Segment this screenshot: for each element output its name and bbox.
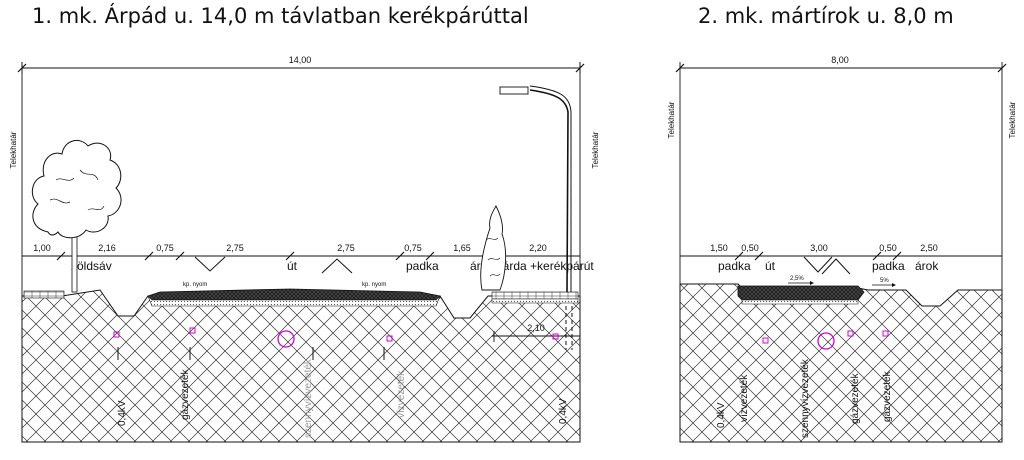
section2-dim-2: 0,50 (741, 243, 759, 253)
section1-utility-water-marker (386, 335, 393, 342)
section2-utility-label-gas: gázvezeték (850, 372, 861, 424)
section2-dim-1: 1,50 (710, 243, 728, 253)
section1-road-pavement (147, 288, 441, 301)
section1-total-width: 14,00 (289, 55, 312, 65)
section1-zone-greenstrip: zöldsáv (71, 259, 112, 273)
section2-total-width: 8,00 (831, 55, 849, 65)
section1-offset-dim: 2,10 (527, 323, 545, 333)
section2-slope-right: 5% (880, 278, 889, 284)
section2-utility-label-sewer: szennyvízvezeték (800, 358, 811, 438)
section2-ground (679, 283, 1003, 443)
section1-dim-7: 1,65 (453, 243, 471, 253)
section2-zone-road: út (765, 259, 776, 273)
section2-property-line-left: Telekhatár (667, 101, 676, 138)
section2-dim-5: 2,50 (920, 243, 938, 253)
section1-property-line-right: Telekhatár (591, 131, 600, 168)
bush-icon (480, 204, 507, 291)
section1-drawing: 14,00 Telekhatár Telekhatár 1,00 2,16 0,… (9, 55, 600, 443)
street-lamp-icon (499, 85, 572, 293)
section1-property-line-left: Telekhatár (9, 131, 18, 168)
section2-zone-shoulder-right: padka (872, 259, 905, 273)
section2-title: 2. mk. mártírok u. 8,0 m (698, 4, 954, 28)
section2-utility-label-gas2: gázvezeték (882, 370, 893, 422)
section1-utility-label-water: vízvezeték (396, 370, 407, 418)
section2-utility-water-marker (762, 337, 769, 344)
section1-zone-shoulder: padka (406, 259, 439, 273)
section1-dim-2: 2,16 (98, 243, 116, 253)
section1-utility-gas-marker (189, 327, 196, 334)
section1-utility-0-4kv-right-marker (552, 333, 559, 340)
section2-utility-sewer-marker (817, 332, 835, 350)
section1-utility-label-0-4kv: 0,4kV (117, 400, 128, 426)
section2-property-line-right: Telekhatár (1008, 101, 1017, 138)
section2-slope-left: 2,5% (790, 276, 804, 282)
section2-road-pavement (737, 285, 865, 301)
section1-zone-sidewalk-bikeway: járda +kerékpárút (499, 259, 594, 273)
section2-drawing: 8,00 Telekhatár Telekhatár 1,50 0,50 3,0… (667, 55, 1017, 443)
section2-dim-3: 3,00 (810, 243, 828, 253)
section1-utility-label-0-4kv-right: 0,4kV (558, 398, 569, 424)
section2-zone-shoulder-left: padka (718, 259, 751, 273)
section1-wheel-track-right: kp. nyom (362, 282, 386, 288)
section1-title: 1. mk. Árpád u. 14,0 m távlatban kerékpá… (32, 4, 529, 28)
section2-zone-ditch: árok (915, 259, 939, 273)
section1-dim-6: 0,75 (404, 243, 422, 253)
section1-dim-4: 2,75 (226, 243, 244, 253)
section1-dim-5: 2,75 (337, 243, 355, 253)
section1-dim-8: 2,20 (529, 243, 547, 253)
section1-dim-3: 0,75 (156, 243, 174, 253)
section2-utility-gas2-marker (882, 330, 889, 337)
section1-utility-sewer-marker (277, 330, 295, 348)
tree-icon (31, 139, 122, 293)
section2-utility-label-water: vízvezeték (739, 374, 750, 422)
section1-utility-0-4kv-marker (113, 331, 120, 338)
section1-utility-label-sewer: szennyvízvezeték (303, 358, 314, 438)
section1-dim-1: 1,00 (33, 243, 51, 253)
section1-ground (21, 289, 581, 443)
section2-dim-4: 0,50 (879, 243, 897, 253)
section1-utility-label-gas: gázvezeték (180, 368, 191, 420)
section1-wheel-track-left: kp. nyom (183, 282, 207, 288)
section1-zone-road: út (287, 259, 298, 273)
section2-utility-label-0-4kv: 0,4kV (716, 402, 727, 428)
section2-utility-gas-marker (847, 330, 854, 337)
